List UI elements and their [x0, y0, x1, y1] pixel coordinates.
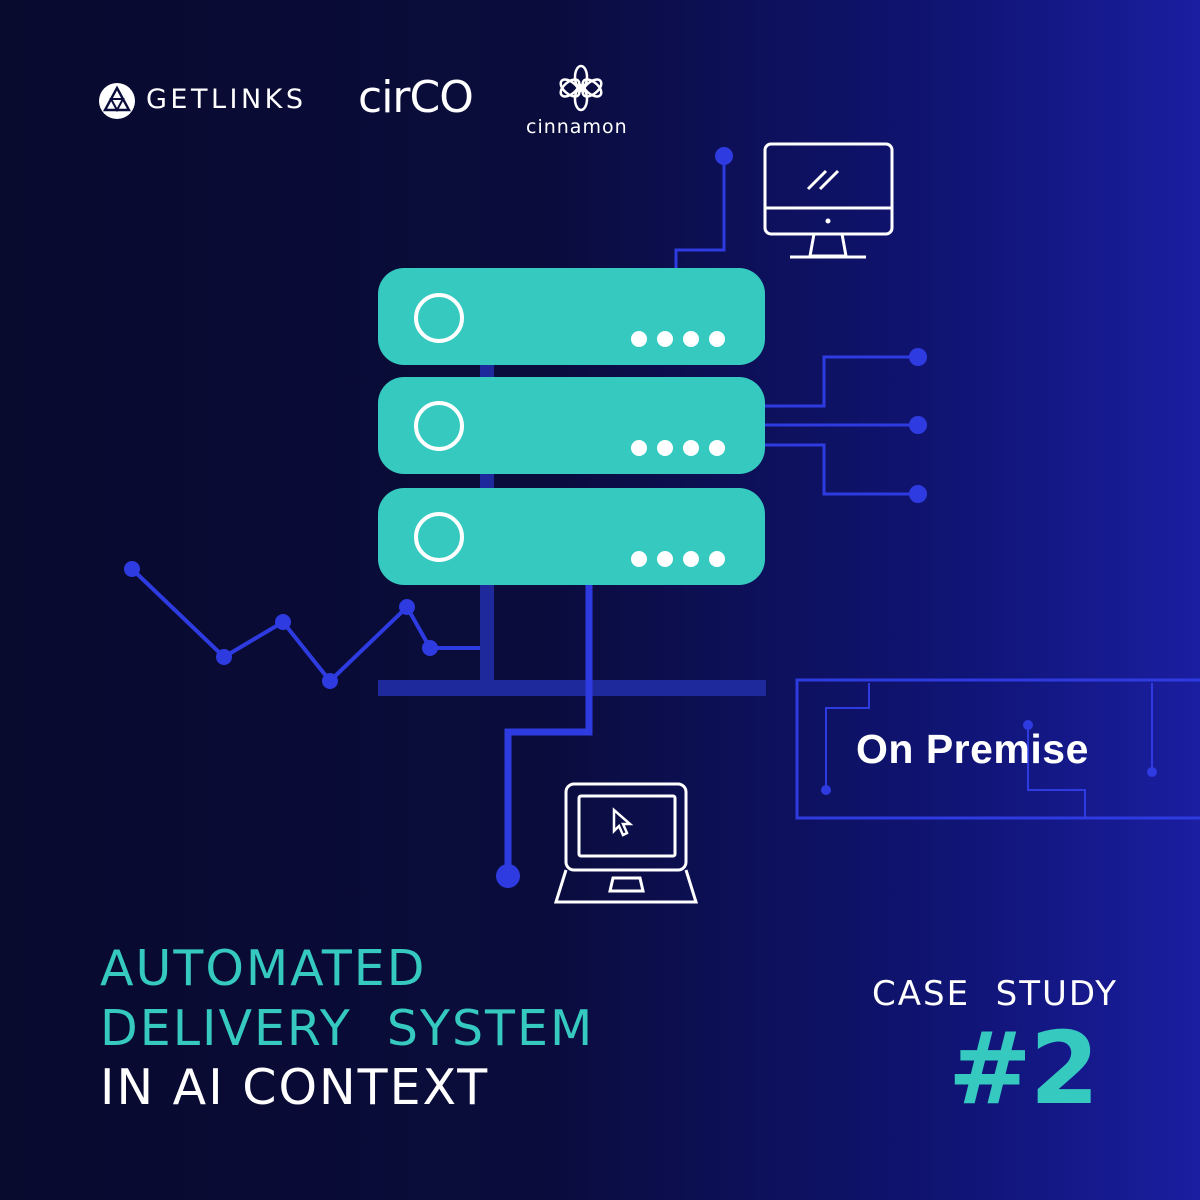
headline-line-1: AUTOMATED — [100, 940, 427, 997]
monitor-icon — [763, 142, 894, 259]
cursor-icon — [612, 807, 634, 837]
laptop-icon — [553, 782, 699, 904]
headline-line-2: DELIVERY SYSTEM — [100, 1000, 595, 1057]
case-study-number: #2 — [948, 1010, 1099, 1127]
on-premise-frame — [795, 678, 1200, 820]
getlinks-logo-text: GETLINKS — [146, 84, 307, 115]
circo-logo-text: cirCO — [358, 72, 474, 123]
headline-line-3: IN AI CONTEXT — [100, 1059, 490, 1116]
frame-dots — [821, 720, 1157, 795]
cinnamon-logo-text: cinnamon — [526, 116, 628, 138]
circuit-dots — [124, 147, 927, 888]
on-premise-label: On Premise — [856, 726, 1089, 772]
server-icon — [378, 268, 765, 585]
cinnamon-flower-icon — [559, 64, 603, 112]
server-unit — [378, 268, 765, 365]
case-study-label: CASE STUDY — [872, 974, 1119, 1014]
server-unit — [378, 488, 765, 585]
getlinks-logo-icon — [99, 83, 135, 119]
server-unit — [378, 377, 765, 474]
